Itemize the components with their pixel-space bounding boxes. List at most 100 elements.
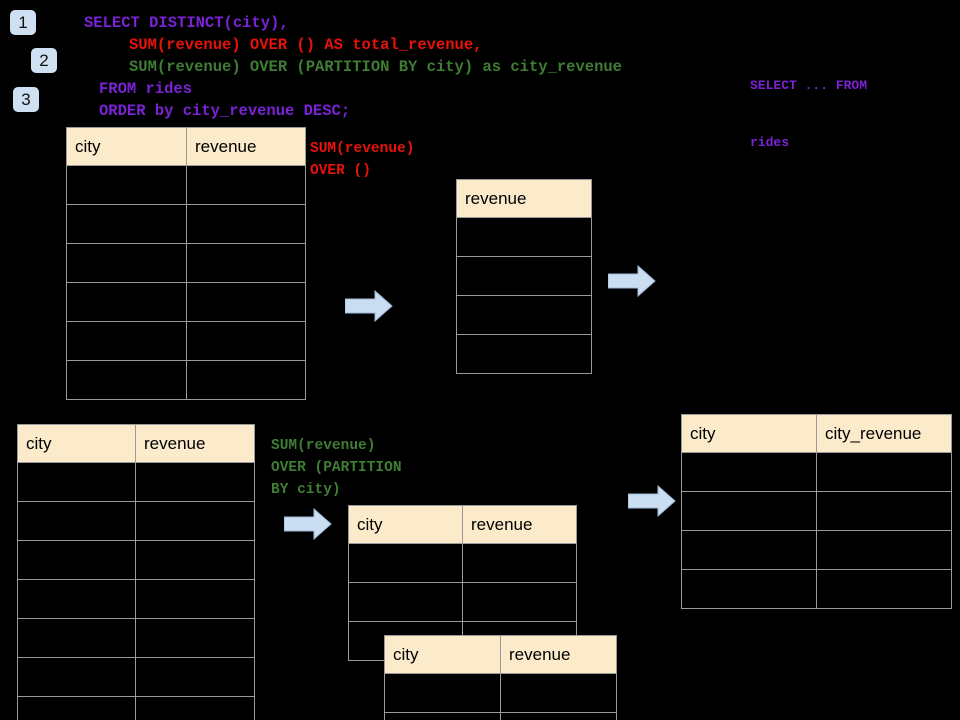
sql-line-5: ORDER by city_revenue DESC; [99,102,351,120]
table-row [17,579,255,619]
step-badge-1: 1 [10,10,36,35]
column-header-city_revenue: city_revenue [816,414,952,453]
step-badge-2: 2 [31,48,57,73]
table-cell [66,360,187,400]
column-header-revenue: revenue [500,635,617,674]
column-header-revenue: revenue [462,505,577,544]
table-cell [348,543,463,583]
sql-line-2: SUM(revenue) OVER () AS total_revenue, [129,36,483,54]
table-cell [17,696,136,720]
column-header-city: city [681,414,817,453]
table-row [66,282,306,322]
table-cell [816,491,952,531]
table-cell [66,243,187,283]
table-cell [456,334,592,374]
column-header-revenue: revenue [186,127,306,166]
annotation-sum-over-partition-line-2: OVER (PARTITION [271,460,402,476]
table-cell [500,712,617,720]
table-row [17,618,255,658]
table-cell [816,569,952,609]
column-header-city: city [17,424,136,463]
table-row [456,295,592,335]
table-row [681,452,952,492]
table-row [681,530,952,570]
side-note-line-1: SELECT ... FROM [750,78,868,93]
column-header-revenue: revenue [135,424,255,463]
table-cell [66,321,187,361]
table-row [348,582,577,622]
sql-line-3: SUM(revenue) OVER (PARTITION BY city) as… [129,58,622,76]
arrow-source-to-total [345,290,393,322]
table-cell [17,657,136,697]
table-cell [186,282,306,322]
table-cell [135,579,255,619]
column-header-city: city [348,505,463,544]
side-note: SELECT ... FROM rides [750,38,867,190]
table-cell [135,696,255,720]
table-cell [681,530,817,570]
table-row [681,569,952,609]
table-cell [135,501,255,541]
table-row [456,256,592,296]
step-badge-3: 3 [13,87,39,112]
table-row [17,540,255,580]
arrow-total-to-result [608,265,656,297]
table-row [681,491,952,531]
table-row [17,657,255,697]
sql-query-block: SELECT DISTINCT(city), SUM(revenue) OVER … [84,12,622,122]
column-header-city: city [384,635,501,674]
table-row [348,543,577,583]
table-cell [17,579,136,619]
table-cell [384,673,501,713]
table-cell [135,657,255,697]
table-row [17,501,255,541]
table-cell [66,282,187,322]
table-row [66,165,306,205]
table-cell [17,540,136,580]
table-cell [17,618,136,658]
table-cell [17,501,136,541]
table-cell [348,582,463,622]
table-cell [186,204,306,244]
table-row [456,334,592,374]
table-cell [681,491,817,531]
table-cell [500,673,617,713]
table-row [384,673,617,713]
table-cell [135,540,255,580]
table-cell [681,452,817,492]
arrow-partition-to-result [628,485,676,517]
table-cell [816,530,952,570]
table-row [66,243,306,283]
table-cell [816,452,952,492]
column-header-city: city [66,127,187,166]
annotation-sum-over-empty-line-2: OVER () [310,163,371,179]
table-row [66,321,306,361]
table-cell [456,256,592,296]
table-cell [186,360,306,400]
sql-line-1: SELECT DISTINCT(city), [84,14,289,32]
annotation-sum-over-partition: SUM(revenue) OVER (PARTITION BY city) [271,435,402,501]
annotation-sum-over-empty: SUM(revenue) OVER () [310,138,414,182]
table-cell [186,165,306,205]
table-row [66,204,306,244]
table-cell [186,243,306,283]
table-cell [384,712,501,720]
table-cell [135,462,255,502]
annotation-sum-over-partition-line-3: BY city) [271,482,341,498]
table-row [456,217,592,257]
total-revenue-table: revenue [456,179,592,374]
table-cell [456,217,592,257]
sql-line-4: FROM rides [99,80,193,98]
table-row [66,360,306,400]
column-header-revenue: revenue [456,179,592,218]
table-cell [456,295,592,335]
annotation-sum-over-empty-line-1: SUM(revenue) [310,141,415,157]
annotation-sum-over-partition-line-1: SUM(revenue) [271,438,376,454]
table-cell [186,321,306,361]
